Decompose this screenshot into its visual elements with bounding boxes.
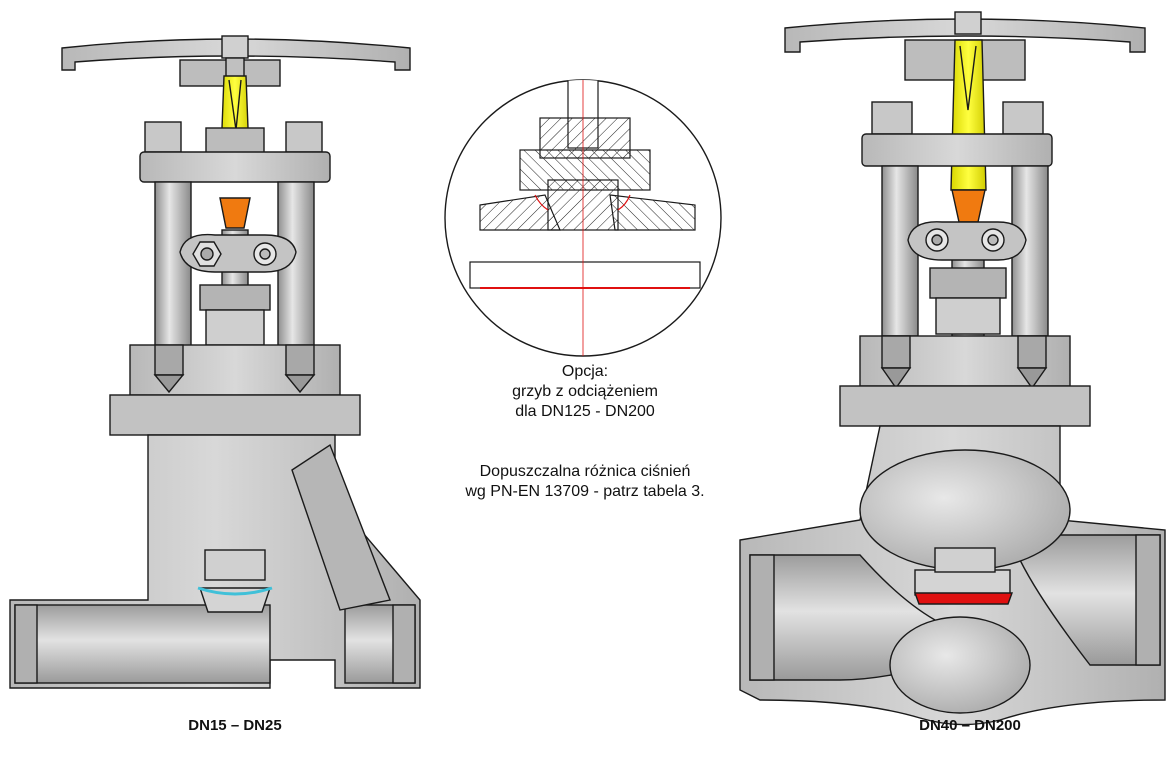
seat-red-right	[914, 592, 1013, 605]
valve-left-drawing	[9, 35, 421, 689]
option-note: Opcja: grzyb z odciążeniem dla DN125 - D…	[480, 362, 690, 422]
caption-left: DN15 – DN25	[188, 717, 282, 734]
pressure-note-line-2: wg PN-EN 13709 - patrz tabela 3.	[465, 483, 705, 500]
pressure-note: Dopuszczalna różnica ciśnień wg PN-EN 13…	[410, 462, 760, 502]
option-note-line-2: grzyb z odciążeniem	[512, 383, 658, 400]
valve-right-drawing	[739, 11, 1166, 726]
stem-orange-tip-right	[951, 189, 986, 223]
pressure-note-line-1: Dopuszczalna różnica ciśnień	[479, 463, 691, 480]
disc-option-detail	[444, 79, 722, 357]
stem-orange-tip-left	[219, 197, 251, 229]
stem-yellow-right	[950, 39, 987, 191]
option-note-line-1: Opcja:	[561, 363, 609, 380]
caption-right: DN40 – DN200	[919, 717, 1021, 734]
option-note-line-3: dla DN125 - DN200	[515, 403, 655, 420]
